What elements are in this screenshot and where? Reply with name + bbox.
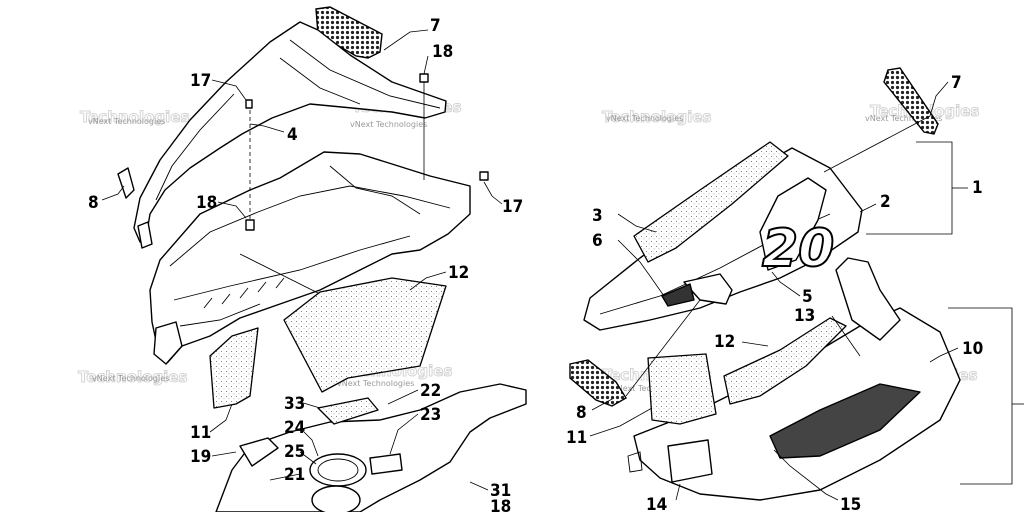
side-intake-13 (835, 257, 901, 341)
left-grille (153, 321, 183, 365)
callout-31: 31 (490, 481, 511, 501)
callout-24: 24 (284, 418, 305, 438)
fastener-17-right (479, 171, 489, 181)
svg-text:vNext Technologies: vNext Technologies (350, 120, 427, 129)
callout-3: 3 (592, 206, 603, 226)
callout-11-right: 11 (566, 428, 587, 448)
foam-pad-12-right (723, 317, 847, 405)
callout-13: 13 (794, 306, 815, 326)
svg-text:Technologies: Technologies (80, 108, 189, 126)
callout-1: 1 (972, 178, 983, 198)
callout-14: 14 (646, 495, 667, 512)
fastener-18-mid (245, 219, 255, 231)
callout-12-right: 12 (714, 332, 735, 352)
lower-brace (239, 437, 279, 467)
svg-text:Technologies: Technologies (602, 108, 711, 126)
callout-labels-left: 7 18 17 4 8 18 17 12 11 33 22 24 23 25 1… (88, 16, 523, 512)
callout-15: 15 (840, 495, 861, 512)
callout-17-right: 17 (502, 197, 523, 217)
callout-22: 22 (420, 381, 441, 401)
callout-12-left: 12 (448, 263, 469, 283)
callout-19: 19 (190, 447, 211, 467)
callout-18-mid: 18 (196, 193, 217, 213)
callout-2: 2 (880, 192, 891, 212)
number-decal-20 (759, 177, 827, 271)
decal-number-20: 20 (762, 219, 834, 279)
right-assembly: 20 (569, 67, 961, 501)
leader-lines (101, 29, 1024, 501)
callout-5: 5 (802, 287, 813, 307)
foam-pad-11-left (209, 327, 259, 409)
callout-25: 25 (284, 442, 305, 462)
callout-8-left: 8 (88, 193, 99, 213)
svg-text:Technologies: Technologies (78, 368, 187, 386)
callout-8-right: 8 (576, 403, 587, 423)
callout-7-right: 7 (951, 73, 962, 93)
foam-pad-11-right (647, 353, 717, 425)
vent-5 (683, 273, 733, 305)
shell-edge-knurl (137, 221, 153, 249)
pad-33 (317, 397, 379, 425)
side-marker-left (117, 167, 135, 199)
callout-labels-right: 7 1 2 3 6 5 13 12 10 8 11 14 15 (566, 73, 983, 512)
callout-4: 4 (287, 125, 298, 145)
callout-21: 21 (284, 465, 305, 485)
mesh-vent-8-right (569, 359, 627, 407)
fastener-18-top (419, 73, 429, 83)
callout-7-left: 7 (430, 16, 441, 36)
badge-14 (667, 439, 713, 483)
callout-23: 23 (420, 405, 441, 425)
svg-text:vNext Technologies: vNext Technologies (92, 374, 169, 383)
left-assembly (117, 6, 527, 512)
fastener-17-left (245, 99, 253, 109)
bracket-23 (369, 453, 403, 475)
foam-pad-12-left (283, 277, 447, 393)
callout-10: 10 (962, 339, 983, 359)
gasket-ring-25 (311, 485, 361, 512)
decal-6 (661, 283, 695, 307)
mesh-vent-right-small (883, 67, 939, 135)
svg-text:vNext Technologies: vNext Technologies (865, 114, 942, 123)
svg-text:vNext Technologies: vNext Technologies (88, 117, 165, 126)
upper-hood-shell (133, 21, 447, 243)
callout-6: 6 (592, 231, 603, 251)
svg-text:vNext Technologies: vNext Technologies (606, 114, 683, 123)
callout-33: 33 (284, 394, 305, 414)
lower-panel (215, 383, 527, 512)
callout-18-top: 18 (432, 42, 453, 62)
callout-11-left: 11 (190, 423, 211, 443)
stripe-decal-15 (769, 383, 921, 459)
callout-18-bottom: 18 (490, 497, 511, 512)
svg-text:vNext Technologies: vNext Technologies (337, 379, 414, 388)
callout-17-top: 17 (190, 71, 211, 91)
decal-panel-3 (633, 141, 789, 263)
